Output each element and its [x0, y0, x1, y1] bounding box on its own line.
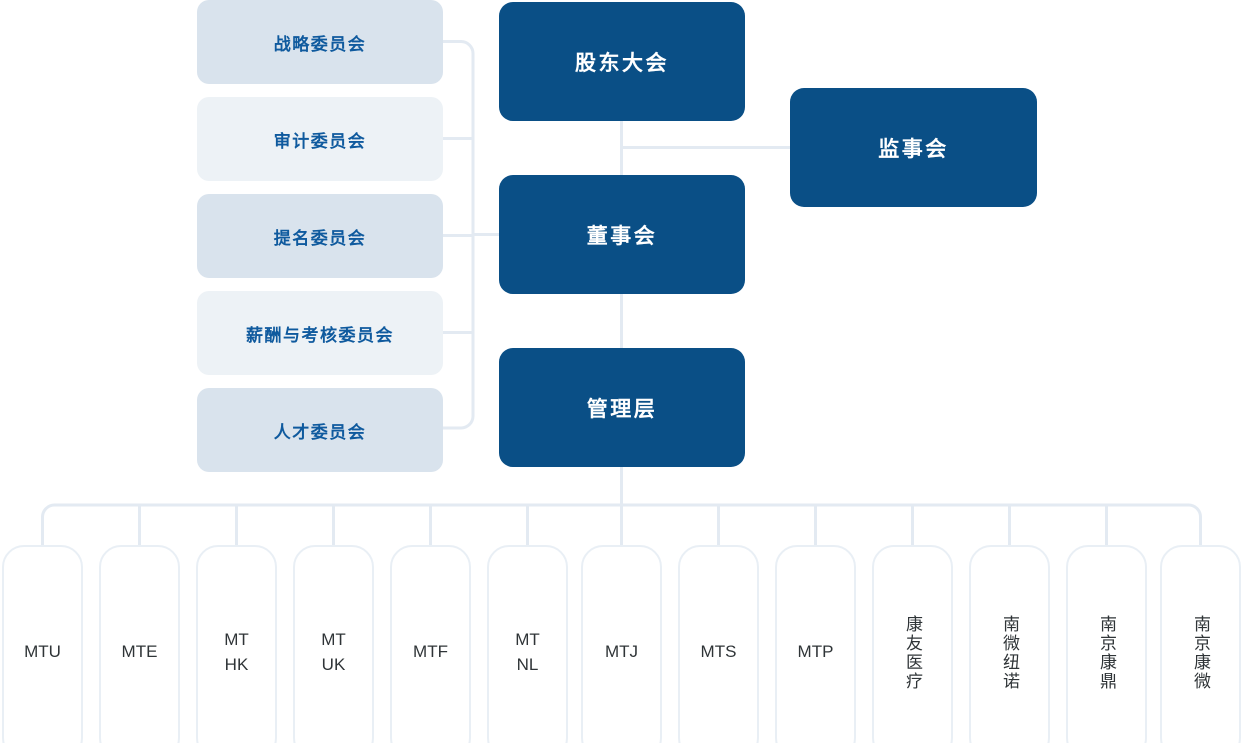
committee-box-strategy[interactable]: 战略委员会 — [197, 0, 443, 84]
subsidiary-label: MT UK — [321, 629, 346, 674]
subsidiary-label: MTF — [413, 642, 448, 662]
committee-label: 提名委员会 — [273, 228, 367, 248]
supervisory-board-box[interactable]: 监事会 — [790, 88, 1037, 207]
subsidiary-box-mts[interactable]: MTS — [678, 545, 759, 743]
subsidiary-box-nanjing-kangding[interactable]: 南京康鼎 — [1066, 545, 1147, 743]
subsidiary-label: 康友医疗 — [903, 614, 922, 691]
subsidiary-label: 南京康鼎 — [1097, 614, 1116, 691]
subsidiary-box-nanwei-niunuo[interactable]: 南微纽诺 — [969, 545, 1050, 743]
board-of-directors-box[interactable]: 董事会 — [499, 175, 745, 294]
committee-label: 战略委员会 — [273, 34, 367, 54]
subsidiary-label: 南京康微 — [1191, 614, 1210, 691]
subsidiary-box-mtp[interactable]: MTP — [775, 545, 856, 743]
subsidiary-box-kangyou-medical[interactable]: 康友医疗 — [872, 545, 953, 743]
subsidiary-label: MTU — [24, 642, 61, 662]
subsidiary-label: MT HK — [224, 629, 249, 674]
supervisory-board-label: 监事会 — [878, 137, 949, 161]
subsidiary-box-mtj[interactable]: MTJ — [581, 545, 662, 743]
board-of-directors-label: 董事会 — [586, 224, 658, 248]
committee-label: 薪酬与考核委员会 — [246, 325, 394, 345]
subsidiary-box-mtu[interactable]: MTU — [2, 545, 83, 743]
committee-box-talent[interactable]: 人才委员会 — [197, 388, 443, 472]
subsidiary-box-mthk[interactable]: MT HK — [196, 545, 277, 743]
committee-bus — [443, 40, 475, 430]
subsidiary-box-mtnl[interactable]: MT NL — [487, 545, 568, 743]
subsidiary-label: MTP — [797, 642, 834, 662]
subsidiary-label: MTE — [121, 642, 158, 662]
management-box[interactable]: 管理层 — [499, 348, 745, 467]
subsidiary-label: MTJ — [604, 642, 639, 662]
subsidiary-label: MT NL — [515, 629, 540, 674]
committee-box-remuneration-appraisal[interactable]: 薪酬与考核委员会 — [197, 291, 443, 375]
subsidiary-box-mte[interactable]: MTE — [99, 545, 180, 743]
shareholders-meeting-box[interactable]: 股东大会 — [499, 2, 745, 121]
shareholders-meeting-label: 股东大会 — [575, 51, 669, 75]
committee-box-audit[interactable]: 审计委员会 — [197, 97, 443, 181]
subsidiary-label: MTS — [700, 642, 737, 662]
committee-label: 审计委员会 — [273, 131, 367, 151]
committee-label: 人才委员会 — [273, 422, 367, 442]
subsidiary-box-mtuk[interactable]: MT UK — [293, 545, 374, 743]
management-label: 管理层 — [586, 397, 658, 421]
subsidiary-label: 南微纽诺 — [1000, 614, 1019, 691]
subsidiary-box-mtf[interactable]: MTF — [390, 545, 471, 743]
subsidiary-box-nanjing-kangwei[interactable]: 南京康微 — [1160, 545, 1241, 743]
committee-box-nomination[interactable]: 提名委员会 — [197, 194, 443, 278]
subsidiary-bus — [41, 503, 1203, 545]
